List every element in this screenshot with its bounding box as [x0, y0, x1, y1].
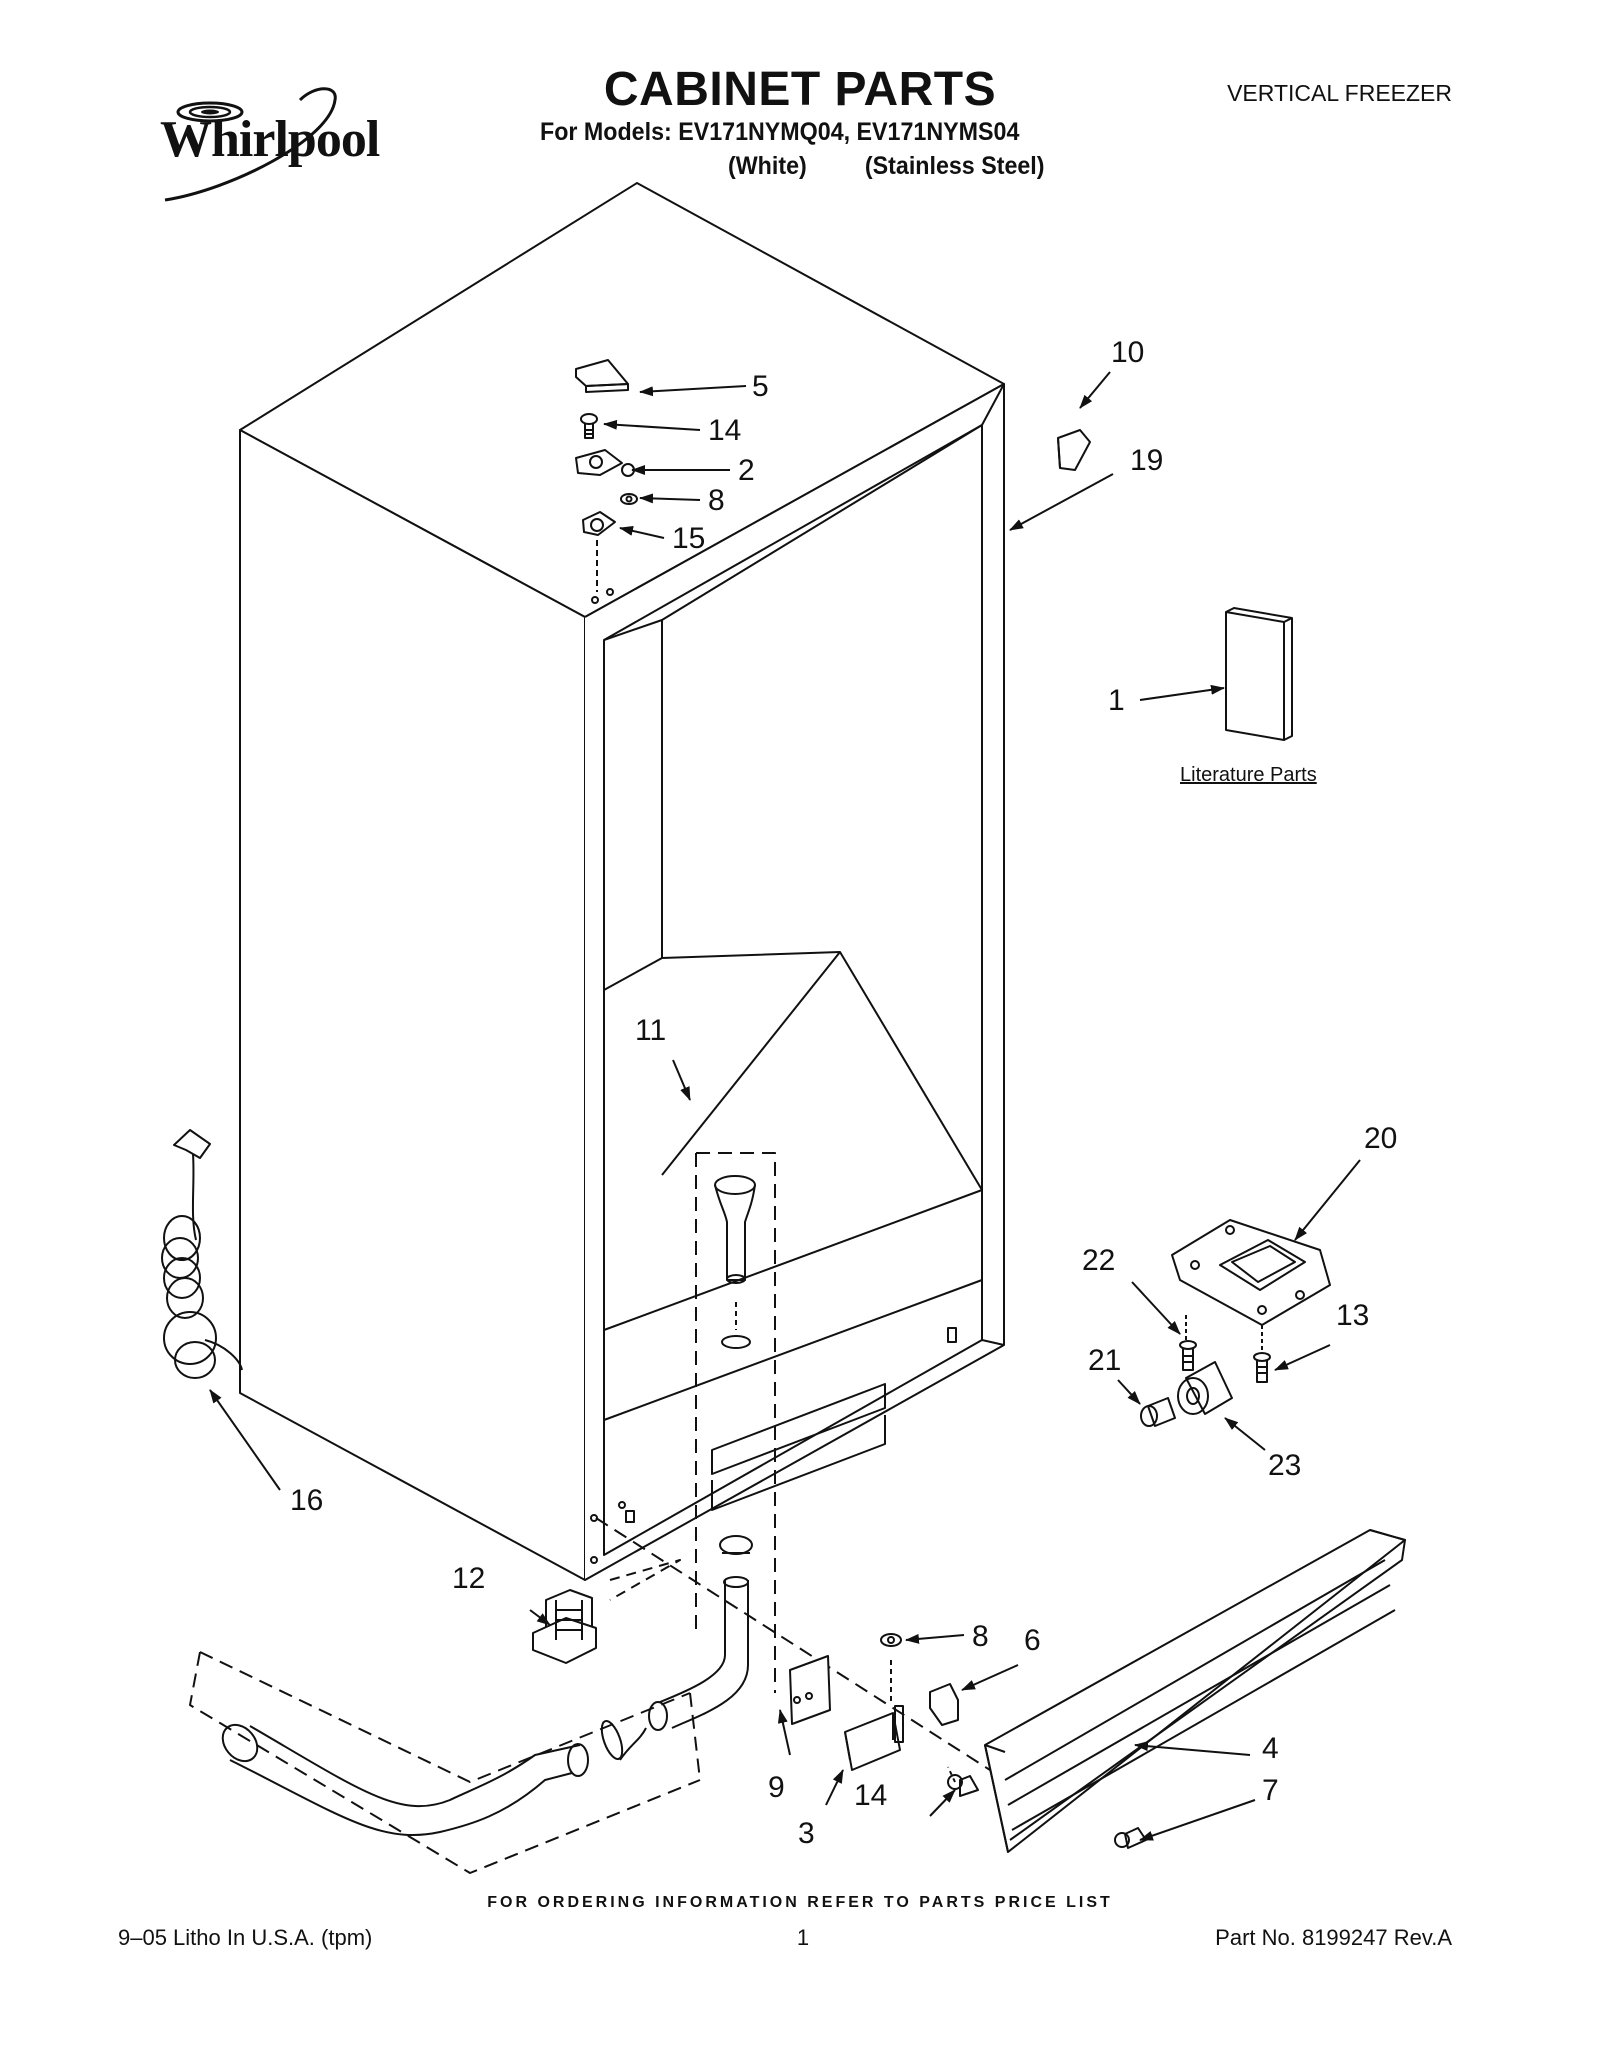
part-22-screw: [1179, 1315, 1197, 1371]
callout-labels: 5 14 2 8 15 10 19 1 Literature Parts 11 …: [290, 336, 1397, 1850]
ordering-note: FOR ORDERING INFORMATION REFER TO PARTS …: [487, 1894, 1113, 1911]
callout-20: 20: [1364, 1122, 1397, 1155]
part-12-leveling-leg: [532, 1589, 597, 1664]
callout-19: 19: [1130, 444, 1163, 477]
part-21-bushing: [1140, 1397, 1176, 1427]
product-category: VERTICAL FREEZER: [1227, 80, 1452, 106]
part-number: Part No. 8199247 Rev.A: [1215, 1925, 1452, 1950]
part-23-spacer: [1177, 1361, 1233, 1415]
brand-wordmark: Whirlpool: [160, 111, 380, 168]
part-16-power-cord: [161, 1129, 243, 1379]
part-4-toe-grille: [984, 1529, 1406, 1853]
callout-5: 5: [752, 370, 769, 403]
callout-3: 3: [798, 1817, 815, 1850]
callout-1: 1: [1108, 684, 1125, 717]
whirlpool-logo: Whirlpool: [140, 80, 390, 210]
swirl-icon: [164, 87, 337, 202]
bottom-bracket-assembly: [595, 1517, 1147, 1849]
callout-6: 6: [1024, 1624, 1041, 1657]
callout-10: 10: [1111, 336, 1144, 369]
callout-12: 12: [452, 1562, 485, 1595]
part-1-literature: [1225, 607, 1293, 741]
callout-11: 11: [635, 1014, 666, 1047]
part-13-screw: [1253, 1325, 1271, 1383]
callout-14-top: 14: [708, 414, 741, 447]
callout-14-bottom: 14: [854, 1779, 887, 1812]
callout-23: 23: [1268, 1449, 1301, 1482]
callout-16: 16: [290, 1484, 323, 1517]
callout-arrows: [209, 371, 1361, 1841]
callout-13: 13: [1336, 1299, 1369, 1332]
callout-2: 2: [738, 454, 755, 487]
callout-4: 4: [1262, 1732, 1279, 1765]
callout-8-top: 8: [708, 484, 725, 517]
page-number: 1: [796, 1925, 810, 1950]
callout-9: 9: [768, 1771, 785, 1804]
callout-22: 22: [1082, 1244, 1115, 1277]
part-20-hinge-bracket: [1171, 1219, 1331, 1326]
drain-hose: [189, 1535, 753, 1874]
literature-parts-label: Literature Parts: [1180, 764, 1317, 786]
part-11-drain-funnel: [695, 1152, 776, 1693]
part-10-clip: [1057, 429, 1091, 471]
callout-15: 15: [672, 522, 705, 555]
callout-7: 7: [1262, 1774, 1279, 1807]
page-title: CABINET PARTS: [603, 63, 997, 116]
callout-8-bottom: 8: [972, 1620, 989, 1653]
model-numbers: For Models: EV171NYMQ04, EV171NYMS04: [540, 118, 1020, 146]
top-hinge-assembly: [575, 359, 638, 604]
cabinet-body: [239, 182, 1005, 1581]
model-variants: (White) (Stainless Steel): [728, 152, 1045, 180]
litho-info: 9–05 Litho In U.S.A. (tpm): [118, 1925, 373, 1950]
callout-21: 21: [1088, 1344, 1121, 1377]
